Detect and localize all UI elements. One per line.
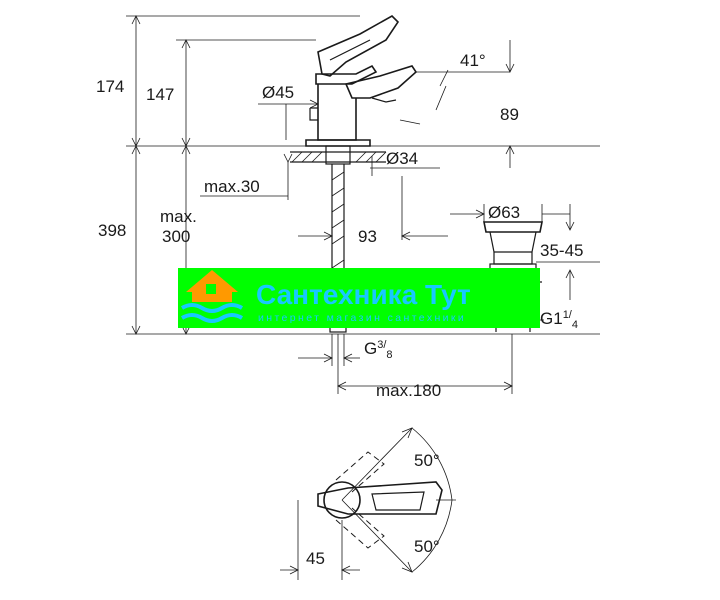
lever-top-view bbox=[280, 427, 456, 580]
dim-max-label: max. bbox=[160, 207, 197, 226]
dim-angle-41: 41° bbox=[460, 51, 486, 70]
watermark-title: Сантехника Тут bbox=[256, 279, 471, 310]
waste-cap bbox=[483, 221, 543, 233]
diameter-45-dimension bbox=[258, 99, 319, 140]
dim-89: 89 bbox=[500, 105, 519, 124]
dim-g1-fraction: 1/ bbox=[563, 309, 573, 321]
dim-398: 398 bbox=[98, 221, 126, 240]
supply-hose bbox=[331, 164, 345, 252]
dim-35-45: 35-45 bbox=[540, 241, 583, 260]
dim-g38: G3/8 bbox=[364, 339, 393, 361]
house-logo-icon bbox=[180, 270, 244, 323]
max-180-dimension bbox=[337, 334, 513, 394]
dim-147: 147 bbox=[146, 85, 174, 104]
reach-93-dimension bbox=[298, 176, 448, 241]
dim-g38-main: G bbox=[364, 339, 377, 358]
faucet-cap bbox=[315, 64, 378, 85]
dim-93: 93 bbox=[358, 227, 377, 246]
dim-300: 300 bbox=[162, 227, 190, 246]
hose-thread-dimension bbox=[298, 334, 360, 366]
lever-position-left bbox=[335, 451, 385, 493]
dim-g1-main: G1 bbox=[540, 309, 563, 328]
diameter-34-dimension bbox=[370, 156, 440, 176]
faucet-side-view bbox=[290, 15, 418, 333]
watermark: Сантехника Тут интернет магазин сантехни… bbox=[178, 268, 540, 328]
dim-g1: G11/4 bbox=[540, 309, 578, 331]
max-30-dimension bbox=[200, 153, 293, 200]
dim-max-180: max.180 bbox=[376, 381, 441, 400]
dim-g1-fraction-denominator: 4 bbox=[572, 319, 578, 331]
dim-angle-50-up: 50° bbox=[414, 451, 440, 470]
mounting-shank bbox=[325, 145, 351, 165]
dim-g38-fraction: 3/ bbox=[377, 339, 387, 351]
watermark-subtitle: интернет магазин сантехники bbox=[258, 312, 466, 324]
top-view-body bbox=[323, 481, 361, 519]
dim-45: 45 bbox=[306, 549, 325, 568]
dim-174: 174 bbox=[96, 77, 124, 96]
spout-angle-dimension bbox=[399, 40, 515, 168]
faucet-spout bbox=[344, 65, 418, 99]
dim-diameter-63: Ø63 bbox=[488, 203, 520, 222]
dim-angle-50-down: 50° bbox=[414, 537, 440, 556]
dim-diameter-45: Ø45 bbox=[262, 83, 294, 102]
top-view-lever bbox=[317, 481, 443, 515]
faucet-base bbox=[305, 139, 371, 147]
waste-range-dimension bbox=[536, 204, 600, 300]
lever-position-right bbox=[335, 507, 385, 549]
dim-max-30: max.30 bbox=[204, 177, 260, 196]
diameter-63-dimension bbox=[450, 204, 570, 222]
dim-diameter-34: Ø34 bbox=[386, 149, 418, 168]
dim-g38-fraction-denominator: 8 bbox=[386, 349, 392, 361]
